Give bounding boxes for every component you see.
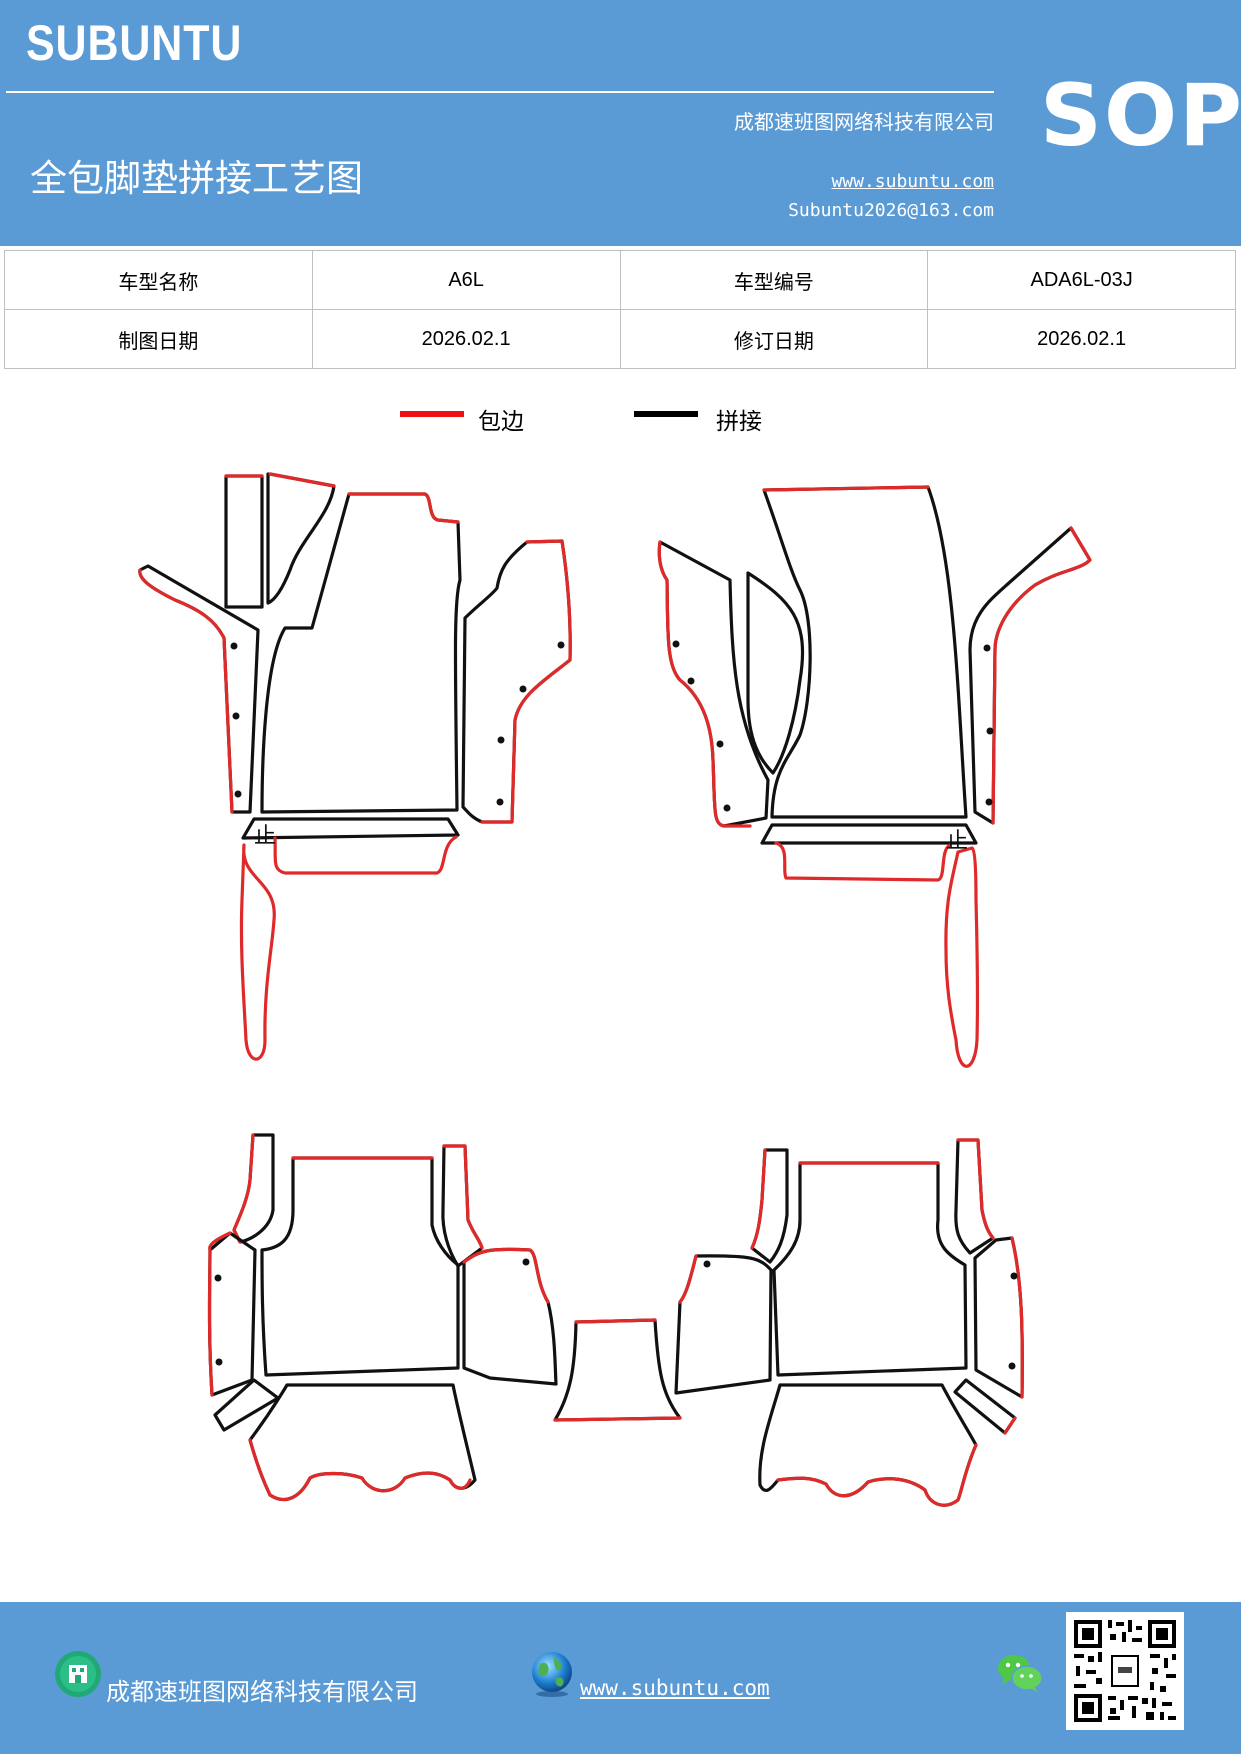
globe-icon bbox=[532, 1652, 572, 1697]
mount-hole bbox=[234, 790, 242, 798]
mount-hole bbox=[1008, 1362, 1016, 1370]
mat-piece-rl-side bbox=[441, 1144, 484, 1268]
stop-marker-left: 止 bbox=[254, 824, 276, 849]
model-code-value: ADA6L-03J bbox=[927, 250, 1236, 310]
brand-logo: SUBUNTU bbox=[26, 15, 243, 71]
mount-hole bbox=[496, 798, 504, 806]
mat-edge bbox=[553, 1318, 682, 1422]
mat-edge bbox=[268, 472, 336, 488]
model-name-value: A6L bbox=[311, 250, 621, 310]
legend-swatch-seam bbox=[634, 411, 698, 417]
mat-edge bbox=[442, 1144, 484, 1250]
page-title: 全包脚垫拼接工艺图 bbox=[30, 157, 363, 200]
mat-piece-rr-main bbox=[772, 1161, 968, 1377]
mat-piece-rr-bottom bbox=[758, 1383, 978, 1507]
mat-piece-fl-door bbox=[461, 539, 572, 824]
legend-label-seam: 拼接 bbox=[716, 409, 762, 435]
mount-hole bbox=[716, 740, 724, 748]
mat-piece-rl-door bbox=[207, 1231, 257, 1397]
wechat-icon[interactable] bbox=[996, 1652, 1044, 1694]
mat-edge bbox=[750, 1148, 767, 1250]
mat-piece-rl-door2 bbox=[462, 1247, 558, 1386]
mat-edge bbox=[273, 835, 458, 875]
mat-piece-fr-pillar bbox=[746, 571, 805, 775]
legend-item-seam: 拼接 bbox=[634, 402, 784, 442]
mat-piece-fl-pillar bbox=[266, 472, 336, 605]
mat-edge bbox=[480, 539, 572, 824]
revision-date-value: 2026.02.1 bbox=[927, 309, 1236, 369]
header-email[interactable]: Subuntu2026@163.com bbox=[788, 200, 994, 221]
sop-tag: SOP bbox=[1040, 66, 1241, 166]
mat-edge bbox=[248, 1438, 472, 1501]
table-row: 车型名称 A6L 车型编号 ADA6L-03J bbox=[4, 250, 1236, 310]
mount-hole bbox=[672, 640, 680, 648]
mount-hole bbox=[687, 677, 695, 685]
legend-item-edge: 包边 bbox=[400, 402, 550, 442]
mat-piece-fr-footrest bbox=[944, 846, 980, 1068]
drawing-date-value: 2026.02.1 bbox=[311, 309, 621, 369]
mat-edge bbox=[774, 841, 952, 882]
mat-piece-fl-arm bbox=[138, 564, 260, 814]
mat-piece-fl-strip bbox=[224, 474, 264, 609]
mat-edge bbox=[762, 485, 930, 492]
mat-piece-rl-corner bbox=[213, 1378, 280, 1432]
mat-piece-rr-pillar bbox=[954, 1138, 995, 1255]
mat-piece-center-tunnel bbox=[553, 1318, 682, 1422]
mount-hole bbox=[230, 642, 238, 650]
mat-piece-fl-bottom bbox=[241, 817, 460, 840]
qr-code[interactable] bbox=[1066, 1612, 1184, 1730]
footer-company: 成都速班图网络科技有限公司 bbox=[106, 1678, 418, 1706]
mount-hole bbox=[522, 1258, 530, 1266]
mat-edge bbox=[991, 526, 1092, 825]
legend-swatch-edge bbox=[400, 411, 464, 417]
mat-piece-fl-footrest bbox=[239, 843, 276, 1061]
mat-edge bbox=[347, 492, 460, 524]
mat-piece-rl-bottom bbox=[248, 1383, 477, 1501]
mat-edge bbox=[657, 540, 752, 828]
footer-website-link[interactable]: www.subuntu.com bbox=[580, 1676, 770, 1700]
model-code-label: 车型编号 bbox=[619, 250, 929, 310]
header-website-link[interactable]: www.subuntu.com bbox=[831, 171, 994, 192]
header-company: 成都速班图网络科技有限公司 bbox=[734, 110, 994, 134]
mount-hole bbox=[557, 641, 565, 649]
mount-hole bbox=[497, 736, 505, 744]
mat-edge bbox=[207, 1231, 232, 1397]
mount-hole bbox=[985, 798, 993, 806]
mat-piece-rr-side bbox=[750, 1148, 789, 1264]
mat-piece-fr-main bbox=[762, 485, 968, 819]
mount-hole bbox=[214, 1274, 222, 1282]
floor-mat-diagram: 止 止 bbox=[138, 472, 1092, 1507]
mat-edge bbox=[232, 1133, 255, 1244]
mount-hole bbox=[723, 804, 731, 812]
mat-edge bbox=[678, 1254, 698, 1304]
header-banner: SUBUNTU 成都速班图网络科技有限公司 全包脚垫拼接工艺图 www.subu… bbox=[0, 0, 1241, 246]
revision-date-label: 修订日期 bbox=[619, 309, 929, 369]
mount-hole bbox=[519, 685, 527, 693]
mat-piece-fl-main bbox=[260, 492, 462, 814]
mount-hole bbox=[232, 712, 240, 720]
mat-edge bbox=[138, 568, 234, 814]
mount-hole bbox=[215, 1358, 223, 1366]
mat-piece-rl-main bbox=[260, 1156, 460, 1377]
mount-hole bbox=[986, 727, 994, 735]
mat-edge bbox=[956, 1138, 995, 1240]
mat-piece-fr-arm bbox=[968, 526, 1092, 825]
mat-edge bbox=[1003, 1416, 1017, 1435]
header-divider bbox=[6, 91, 994, 93]
stop-marker-right: 止 bbox=[946, 829, 968, 854]
mount-hole bbox=[983, 644, 991, 652]
mount-hole bbox=[1010, 1272, 1018, 1280]
model-name-label: 车型名称 bbox=[4, 250, 313, 310]
drawing-date-label: 制图日期 bbox=[4, 309, 313, 369]
vehicle-info-table: 车型名称 A6L 车型编号 ADA6L-03J 制图日期 2026.02.1 修… bbox=[4, 250, 1236, 369]
mat-edge bbox=[462, 1247, 550, 1304]
mat-piece-fr-bottom bbox=[760, 823, 978, 845]
legend-label-edge: 包边 bbox=[478, 409, 524, 435]
building-icon bbox=[55, 1651, 101, 1697]
mat-edge bbox=[1010, 1236, 1024, 1399]
mat-edge bbox=[776, 1443, 978, 1507]
table-row: 制图日期 2026.02.1 修订日期 2026.02.1 bbox=[4, 309, 1236, 369]
footer-banner: 成都速班图网络科技有限公司 www.subuntu.com bbox=[0, 1602, 1241, 1754]
mount-hole bbox=[703, 1260, 711, 1268]
